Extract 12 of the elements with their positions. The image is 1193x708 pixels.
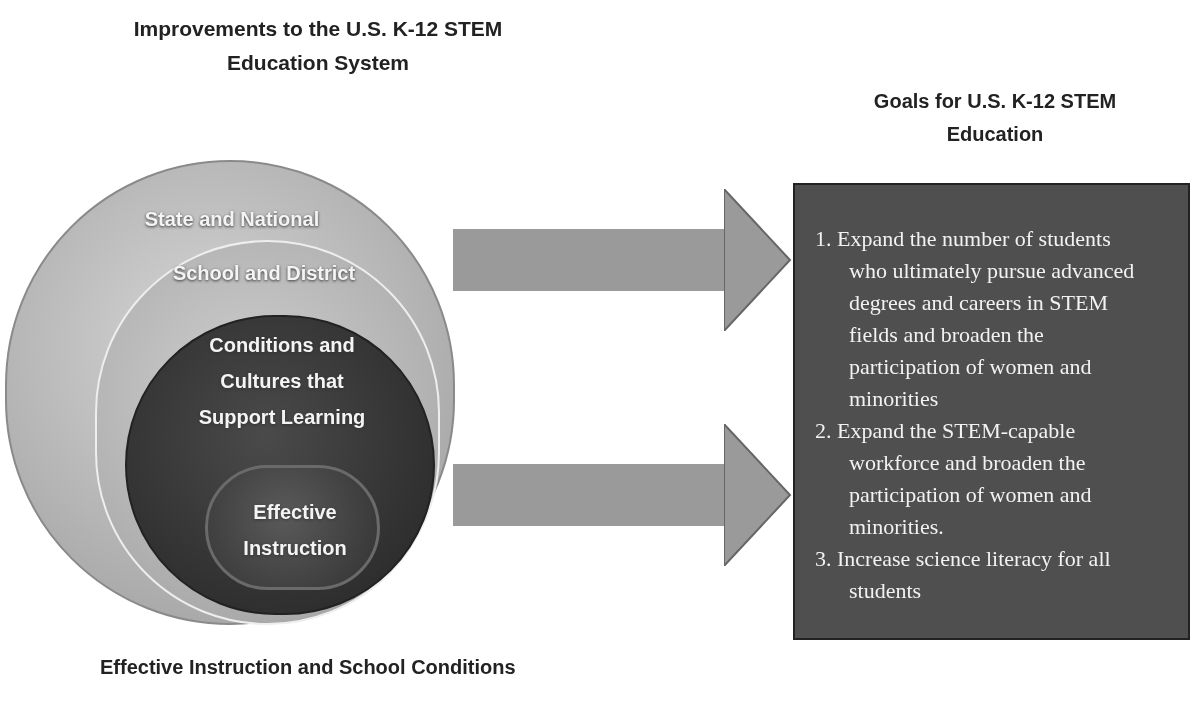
goal-item: 1. Expand the number of students who ultimately pursue advanced degrees and careers in STEM fields and broaden the participation of women and minorities [814, 225, 1136, 413]
heading: Goals for U.S. K-12 STEM Education [872, 89, 1118, 147]
goal-item: 2. Expand the STEM-capable workforce and broaden the participation of women and minorities. [814, 417, 1093, 541]
circle-label: State and National [143, 207, 321, 232]
circle-label: Conditions and Cultures that Support Learning [197, 333, 367, 430]
caption-label: Effective Instruction and School Conditions [100, 655, 516, 680]
circle-label: Effective Instruction [242, 500, 348, 561]
block-arrow [453, 188, 791, 332]
heading: Improvements to the U.S. K-12 STEM Education System [132, 16, 504, 76]
circle-label: School and District [171, 261, 357, 286]
goal-item: 3. Increase science literacy for all students [814, 545, 1112, 605]
block-arrow [453, 423, 791, 567]
